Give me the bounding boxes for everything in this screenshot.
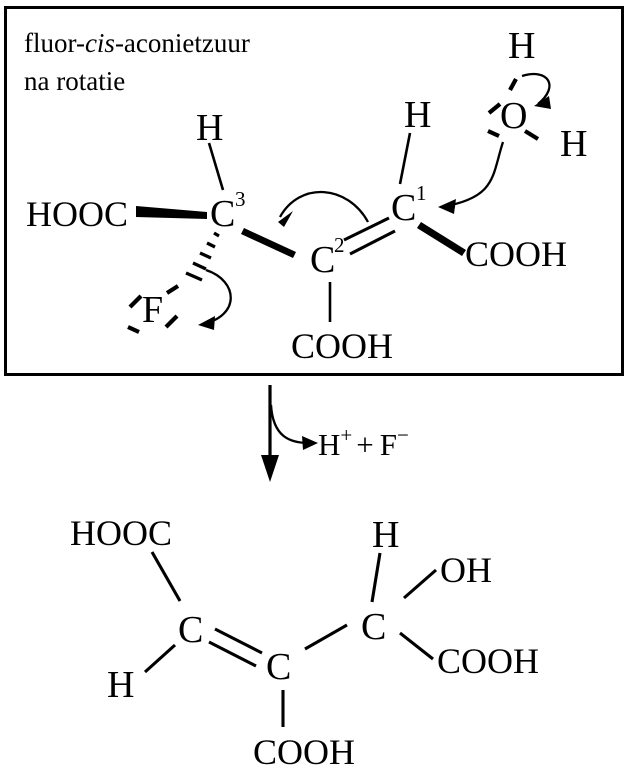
byproduct-h: H — [318, 427, 340, 462]
bond-product-h-cleft — [143, 643, 177, 674]
reaction-arrow-head — [261, 455, 279, 482]
wedge-bond-hooc-c3 — [136, 206, 207, 219]
byproduct-h-charge: + — [340, 423, 352, 447]
label-cooh-on-c1: COOH — [465, 234, 567, 274]
hashed-bond-c3-f — [185, 231, 220, 282]
label-fluorine: F — [142, 289, 163, 331]
label-product-hooc: HOOC — [70, 513, 172, 553]
bond-product-oh-cright — [402, 568, 438, 600]
label-product-c-middle: C — [266, 646, 291, 688]
title-prefix: fluor- — [24, 28, 85, 58]
title-suffix: -aconietzuur — [115, 28, 250, 58]
byproduct-branch-arrowhead — [302, 436, 318, 450]
bond-product-cmid-cright — [304, 623, 348, 651]
bond-product-hooc-cleft — [150, 551, 182, 602]
curved-arrow-cf-bond-to-f — [198, 268, 232, 330]
label-product-h-right: H — [372, 514, 399, 556]
byproduct-f-charge: − — [397, 423, 409, 447]
label-c2-locant: 2 — [334, 233, 345, 257]
water-lone-pairs — [487, 77, 540, 141]
bond-c1-cooh — [417, 222, 466, 256]
bond-c3-c2 — [241, 228, 296, 258]
box-title-line2: na rotatie — [24, 66, 125, 96]
curved-arrow-oxygen-lone-pair — [521, 73, 551, 109]
box-title-line1: fluor-cis-aconietzuur — [24, 28, 250, 58]
label-hooc-on-c3: HOOC — [26, 194, 128, 234]
label-water-h-top: H — [508, 25, 535, 67]
bond-h-c3 — [207, 142, 225, 191]
label-cooh-on-c2: COOH — [291, 326, 393, 366]
label-water-oxygen: O — [500, 95, 527, 137]
label-c1-locant: 1 — [416, 181, 427, 205]
curved-arrow-pi-bond-to-c3 — [278, 190, 370, 227]
label-product-c-left: C — [178, 609, 203, 651]
label-product-h-left: H — [107, 664, 134, 706]
byproduct-f: F — [380, 427, 397, 462]
byproducts-label: H++F− — [318, 423, 409, 462]
fluorine-lone-pairs — [127, 284, 180, 334]
label-product-cooh-middle: COOH — [253, 732, 355, 771]
bond-product-cooh-cright — [399, 631, 434, 661]
label-product-c-right: C — [361, 606, 386, 648]
label-c2: C — [310, 239, 335, 281]
label-product-cooh-right: COOH — [437, 641, 539, 681]
label-h-on-c1: H — [404, 94, 431, 136]
byproduct-plus: + — [356, 427, 373, 462]
label-water-h-right: H — [560, 123, 587, 165]
label-product-oh: OH — [440, 550, 492, 590]
reactant-box-frame — [4, 6, 624, 376]
label-c1: C — [391, 187, 416, 229]
double-bond-c2-c1 — [343, 216, 396, 256]
bond-product-h-cright — [370, 552, 382, 603]
label-c3-locant: 3 — [235, 187, 246, 211]
bond-h-c1 — [398, 132, 412, 185]
label-c3: C — [210, 193, 235, 235]
label-h-on-c3: H — [196, 107, 223, 149]
curved-arrow-water-to-c1 — [438, 141, 505, 214]
double-bond-product — [208, 627, 263, 668]
title-italic-cis: cis — [85, 28, 115, 58]
